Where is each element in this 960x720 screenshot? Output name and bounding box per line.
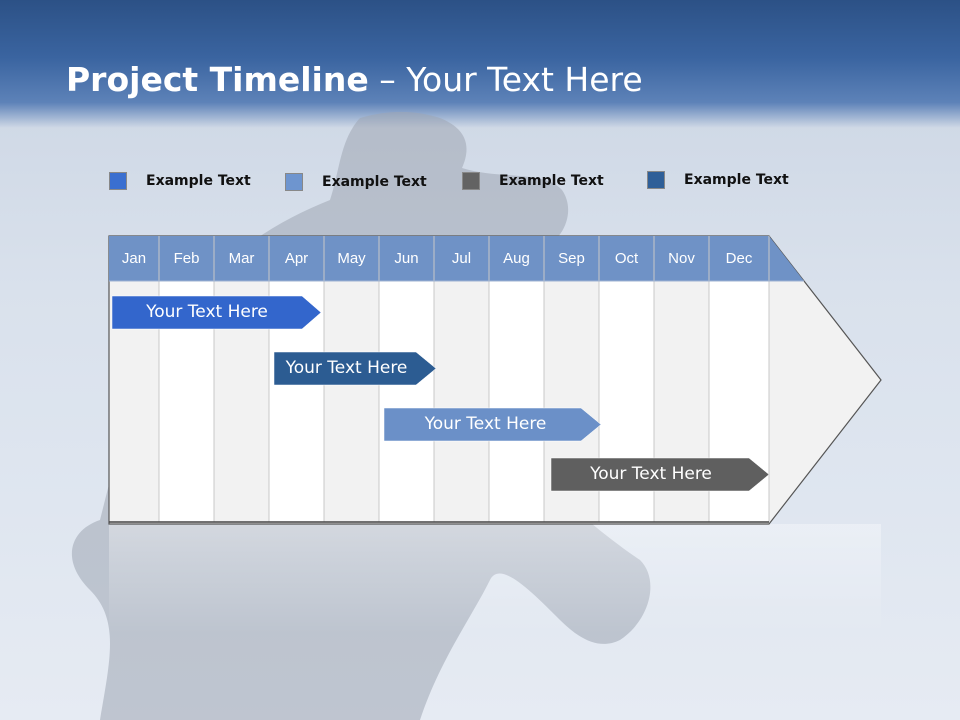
legend-swatch-4 (647, 171, 665, 189)
month-dec: Dec (725, 250, 753, 267)
task-label-2: Your Text Here (285, 358, 408, 378)
legend-swatch-2 (285, 173, 303, 191)
task-label-4: Your Text Here (590, 464, 712, 484)
month-feb: Feb (173, 250, 200, 267)
task-bar-3[interactable]: Your Text Here (383, 407, 602, 442)
month-apr: Apr (284, 250, 309, 267)
legend-item-4: Example Text (647, 170, 789, 190)
legend-label-4: Example Text (684, 172, 789, 188)
title-rest: – Your Text Here (368, 60, 643, 99)
month-jun: Jun (394, 250, 419, 267)
legend-label-3: Example Text (499, 173, 604, 189)
month-sep: Sep (558, 250, 585, 267)
timeline-reflection (109, 524, 881, 634)
task-bar-2[interactable]: Your Text Here (273, 351, 437, 386)
legend-item-1: Example Text (109, 171, 251, 191)
task-bar-1[interactable]: Your Text Here (111, 295, 322, 330)
month-may: May (337, 250, 366, 267)
task-label-3: Your Text Here (424, 414, 547, 434)
slide-title: Project Timeline – Your Text Here (66, 60, 643, 99)
header-band (0, 0, 960, 128)
task-bar-4[interactable]: Your Text Here (550, 457, 770, 492)
timeline-column-fill (379, 281, 434, 522)
month-jan: Jan (121, 250, 147, 267)
month-oct: Oct (614, 250, 639, 267)
timeline-column-fill (489, 281, 544, 522)
legend-label-2: Example Text (322, 174, 427, 190)
legend-label-1: Example Text (146, 173, 251, 189)
month-nov: Nov (668, 250, 695, 267)
legend-swatch-1 (109, 172, 127, 190)
task-label-1: Your Text Here (146, 302, 268, 322)
title-bold: Project Timeline (66, 60, 369, 99)
month-jul: Jul (451, 250, 472, 267)
timeline-month-header (109, 236, 804, 281)
month-mar: Mar (228, 250, 255, 267)
legend-swatch-3 (462, 172, 480, 190)
timeline-chart: Jan Feb Mar Apr May Jun Jul Aug Sep Oct … (108, 235, 882, 525)
month-aug: Aug (503, 250, 530, 267)
legend-item-2: Example Text (285, 172, 427, 192)
legend-item-3: Example Text (462, 171, 604, 191)
